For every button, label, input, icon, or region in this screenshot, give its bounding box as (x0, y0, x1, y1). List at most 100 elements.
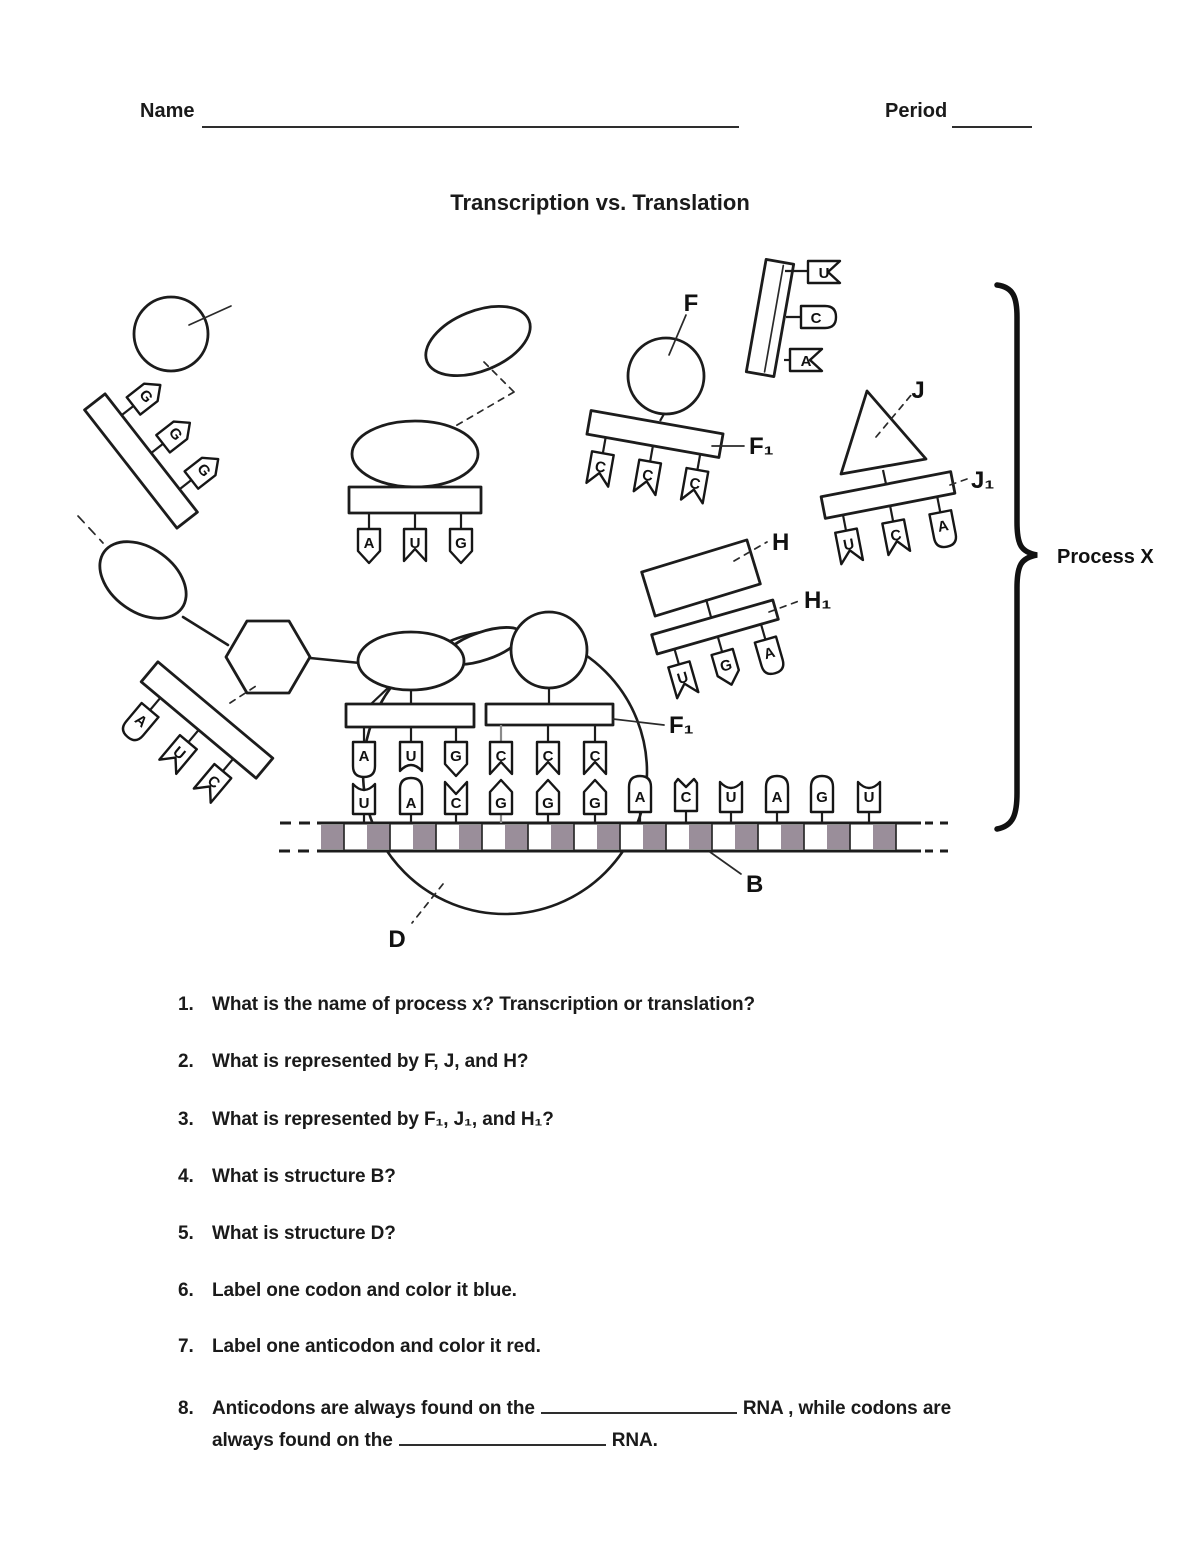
label-b-line (709, 851, 742, 875)
page-title: Transcription vs. Translation (450, 190, 750, 215)
label-j-line (875, 393, 913, 438)
label-j1: J₁ (971, 467, 994, 494)
question-1: 1.What is the name of process x? Transcr… (178, 994, 755, 1015)
base-tag: G (183, 449, 227, 490)
codon-tag: A (764, 774, 790, 814)
label-h: H (772, 529, 789, 556)
svg-text:C: C (688, 475, 702, 494)
mrna-strand (279, 821, 952, 853)
label-f1: F₁ (749, 433, 774, 460)
base-tag: G (448, 527, 474, 565)
label-d-line (411, 883, 444, 924)
codon-tag: C (443, 780, 469, 816)
anticodon-tag: A (351, 740, 377, 779)
label-j1-line (949, 478, 968, 486)
base-letter: C (811, 310, 822, 327)
codon-tag: G (535, 778, 561, 816)
svg-text:G: G (495, 795, 507, 812)
label-f: F (684, 290, 699, 317)
question-6: 6.Label one codon and color it blue. (178, 1280, 517, 1301)
svg-text:C: C (889, 526, 903, 545)
trna-aug: A U G (347, 419, 483, 565)
base-tag: A (753, 635, 787, 678)
svg-text:A: A (635, 789, 646, 806)
trna-in-ribosome-left (344, 702, 476, 729)
codon-tag: G (809, 774, 835, 814)
svg-text:A: A (762, 644, 777, 663)
polypeptide-amino-acid-hexagon (224, 619, 312, 695)
label-j: J (911, 377, 924, 404)
label-h-line (733, 541, 768, 562)
base-tag: C (632, 458, 663, 497)
label-h1: H₁ (804, 587, 831, 614)
svg-text:U: U (864, 789, 875, 806)
svg-text:C: C (496, 748, 507, 765)
svg-text:U: U (359, 795, 370, 812)
mrna-checker-squares (321, 824, 897, 850)
process-x-brace (994, 282, 1038, 832)
trna-detach-dashed-line (229, 685, 257, 704)
period-blank-line (952, 103, 1032, 128)
svg-text:C: C (451, 795, 462, 812)
trna-uca-vertical (744, 258, 796, 378)
svg-text:G: G (450, 748, 462, 765)
anticodon-tag: C (535, 740, 561, 776)
svg-text:U: U (410, 535, 421, 552)
svg-text:G: G (542, 795, 554, 812)
svg-text:U: U (842, 536, 856, 555)
anticodon-tag: G (443, 740, 469, 778)
peptide-bond-line (308, 656, 362, 665)
svg-text:A: A (364, 535, 375, 552)
base-tag: C (585, 450, 615, 488)
ribosome-pairing-site: A U U A G C C G C G C G (351, 725, 608, 823)
svg-text:G: G (455, 535, 467, 552)
svg-text:A: A (772, 789, 783, 806)
anticodon-tag: U (398, 740, 424, 773)
svg-text:A: A (406, 795, 417, 812)
question-2: 2.What is represented by F, J, and H? (178, 1051, 529, 1072)
base-tag: A (356, 527, 382, 565)
chain-dashed-line (77, 515, 104, 544)
svg-text:U: U (726, 789, 737, 806)
trna-f1: C C C (585, 409, 725, 505)
base-tag: G (125, 375, 169, 416)
base-tag: A (928, 509, 959, 551)
codon-tag: C (673, 777, 699, 813)
anticodon-tag: C (488, 740, 514, 776)
amino-acid-ellipse (356, 630, 466, 692)
amino-acid-dashed-link (451, 391, 515, 429)
trna-j1: U C A (819, 470, 959, 566)
trna-exiting: A U C (117, 660, 275, 804)
answer-blank (540, 1395, 737, 1414)
name-label: Name (140, 100, 195, 122)
svg-text:U: U (406, 748, 417, 765)
label-f-line (668, 314, 687, 356)
amino-acid-circle (509, 610, 589, 690)
codon-tag: U (718, 780, 744, 814)
polypeptide-amino-acid (98, 540, 188, 620)
svg-text:C: C (594, 458, 608, 477)
label-b: B (746, 871, 763, 898)
process-x-label: Process X (1057, 546, 1154, 568)
question-7: 7.Label one anticodon and color it red. (178, 1336, 541, 1357)
trna-in-ribosome-right (484, 702, 615, 727)
codon-tag: G (488, 778, 514, 816)
amino-acid-h-rect (640, 538, 762, 618)
codon-tag: U (856, 780, 882, 814)
base-tag: C (679, 466, 710, 505)
label-d: D (388, 926, 405, 953)
base-tag: C (192, 762, 233, 804)
codon-tag: U (351, 782, 377, 816)
svg-text:C: C (681, 789, 692, 806)
svg-text:A: A (359, 748, 370, 765)
svg-text:U: U (675, 669, 690, 688)
label-f1-rib-line (612, 718, 665, 726)
svg-text:C: C (543, 748, 554, 765)
label-h1-line (768, 600, 800, 613)
base-tag: U (834, 527, 865, 566)
base-letter: U (819, 265, 830, 282)
free-amino-acid-circle (132, 295, 210, 373)
label-f1-rib: F₁ (669, 712, 694, 739)
